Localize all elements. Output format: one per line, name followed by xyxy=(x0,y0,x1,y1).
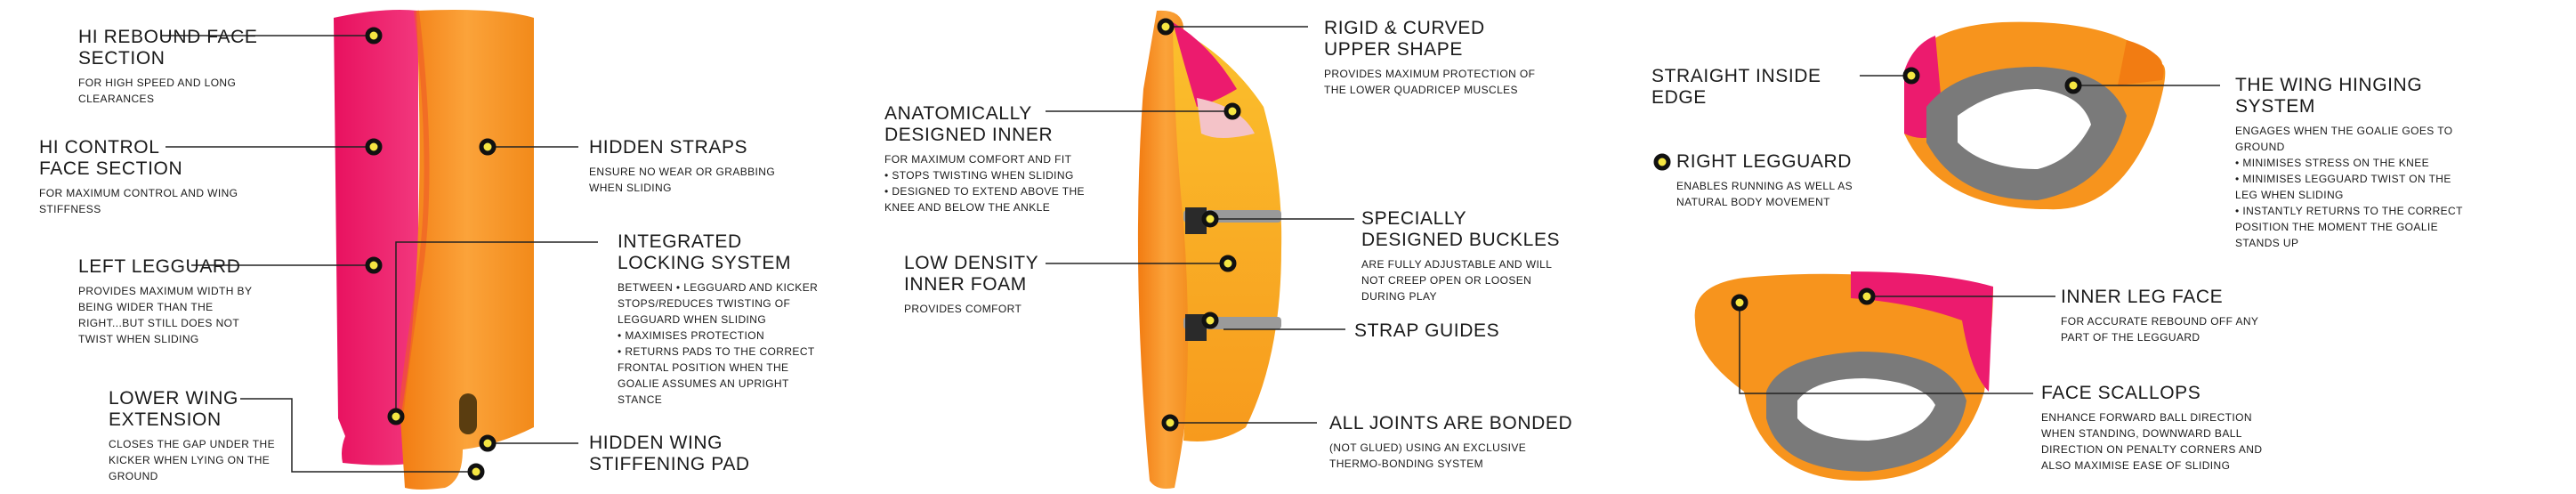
callout-bullets: MAXIMISES PROTECTION RETURNS PADS TO THE… xyxy=(618,328,831,408)
callout-title: SPECIALLY DESIGNED BUCKLES xyxy=(1361,208,1561,250)
callout-desc-text: FOR MAXIMUM COMFORT AND FIT xyxy=(884,153,1072,166)
callout-desc: ENSURE NO WEAR OR GRABBING WHEN SLIDING xyxy=(589,166,776,194)
callout-desc: FOR HIGH SPEED AND LONG CLEARANCES xyxy=(78,77,237,105)
callout-desc: PROVIDES COMFORT xyxy=(904,303,1022,315)
bullet-item: DESIGNED TO EXTEND ABOVE THE KNEE AND BE… xyxy=(884,183,1089,215)
callout-desc: FOR MAXIMUM COMFORT AND FIT STOPS TWISTI… xyxy=(884,151,1089,215)
panel3-leaders xyxy=(1739,75,2220,394)
callout-title: INTEGRATED LOCKING SYSTEM xyxy=(618,231,792,273)
marker-dot xyxy=(1161,414,1179,432)
panel3-markers xyxy=(1653,67,2082,312)
callout-desc: ARE FULLY ADJUSTABLE AND WILL NOT CREEP … xyxy=(1361,258,1552,303)
callout-desc: BETWEEN • LEGGUARD AND KICKER STOPS/REDU… xyxy=(618,279,831,408)
callout-bullets: STOPS TWISTING WHEN SLIDING DESIGNED TO … xyxy=(884,167,1089,215)
callout-desc: ENHANCE FORWARD BALL DIRECTION WHEN STAN… xyxy=(2041,411,2263,472)
callout-title: RIGID & CURVED UPPER SHAPE xyxy=(1324,18,1485,60)
callout-title: LOW DENSITY INNER FOAM xyxy=(904,253,1039,295)
callout-desc: ENGAGES WHEN THE GOALIE GOES TO GROUND M… xyxy=(2235,123,2467,251)
bullet-item: MAXIMISES PROTECTION xyxy=(618,328,831,344)
left-legguard-top-image xyxy=(1694,271,1993,481)
callout-title: STRAIGHT INSIDE EDGE xyxy=(1651,66,1821,108)
callout-title: THE WING HINGING SYSTEM xyxy=(2235,75,2423,117)
marker-dot xyxy=(1858,287,1876,305)
panel1-leaders xyxy=(162,35,598,473)
callout-title: STRAP GUIDES xyxy=(1354,320,1500,341)
callout-wing-hinging: THE WING HINGING SYSTEM ENGAGES WHEN THE… xyxy=(2235,75,2467,251)
left-legguard-image xyxy=(334,10,534,490)
marker-dot xyxy=(365,256,383,274)
marker-dot xyxy=(1157,18,1175,36)
marker-dot xyxy=(1201,210,1219,228)
marker-dot xyxy=(479,138,497,156)
callout-title: ALL JOINTS ARE BONDED xyxy=(1329,413,1573,433)
bullet-item: INSTANTLY RETURNS TO THE CORRECT POSITIO… xyxy=(2235,203,2467,251)
bullet-item: MINIMISES STRESS ON THE KNEE xyxy=(2235,155,2467,171)
callout-desc: PROVIDES MAXIMUM PROTECTION OF THE LOWER… xyxy=(1324,68,1536,96)
marker-dot xyxy=(1902,67,1920,85)
bullet-item: RETURNS PADS TO THE CORRECT FRONTAL POSI… xyxy=(618,344,831,408)
callout-title: LOWER WING EXTENSION xyxy=(109,388,238,430)
callout-desc-text: BETWEEN • LEGGUARD AND KICKER STOPS/REDU… xyxy=(618,281,819,326)
callout-hidden-straps: HIDDEN STRAPS ENSURE NO WEAR OR GRABBING… xyxy=(589,137,803,196)
callout-left-legguard: LEFT LEGGUARD PROVIDES MAXIMUM WIDTH BY … xyxy=(78,256,265,347)
callout-hidden-wing: HIDDEN WING STIFFENING PAD xyxy=(589,433,803,475)
callout-anatomically: ANATOMICALLY DESIGNED INNER FOR MAXIMUM … xyxy=(884,103,1089,215)
callout-title: RIGHT LEGGUARD xyxy=(1676,151,1853,172)
marker-dot xyxy=(2064,77,2082,94)
callout-scallops: FACE SCALLOPS ENHANCE FORWARD BALL DIREC… xyxy=(2041,383,2264,474)
callout-desc: (NOT GLUED) USING AN EXCLUSIVE THERMO-BO… xyxy=(1329,441,1527,470)
bullet-item: STOPS TWISTING WHEN SLIDING xyxy=(884,167,1089,183)
callout-lower-wing: LOWER WING EXTENSION CLOSES THE GAP UNDE… xyxy=(109,388,287,484)
callout-title: HI REBOUND FACE SECTION xyxy=(78,27,258,69)
callout-hi-rebound: HI REBOUND FACE SECTION FOR HIGH SPEED A… xyxy=(78,27,283,107)
marker-dot xyxy=(1223,102,1241,120)
callout-desc-text: ENGAGES WHEN THE GOALIE GOES TO GROUND xyxy=(2235,125,2453,153)
callout-title: FACE SCALLOPS xyxy=(2041,383,2201,403)
callout-title: INNER LEG FACE xyxy=(2061,287,2224,307)
marker-dot xyxy=(365,27,383,45)
legend-marker-dot xyxy=(1653,153,1671,171)
callout-title: HIDDEN STRAPS xyxy=(589,137,748,158)
callout-desc: CLOSES THE GAP UNDER THE KICKER WHEN LYI… xyxy=(109,438,275,482)
marker-dot xyxy=(1201,312,1219,329)
right-legguard-top-image xyxy=(1904,21,2166,210)
callout-bullets: MINIMISES STRESS ON THE KNEE MINIMISES L… xyxy=(2235,155,2467,251)
callout-strap-guides: STRAP GUIDES xyxy=(1354,320,1559,342)
callout-hi-control: HI CONTROL FACE SECTION FOR MAXIMUM CONT… xyxy=(39,137,244,217)
callout-inner-leg: INNER LEG FACE FOR ACCURATE REBOUND OFF … xyxy=(2061,287,2265,345)
marker-dot xyxy=(479,434,497,452)
marker-dot xyxy=(467,463,485,481)
callout-desc: ENABLES RUNNING AS WELL AS NATURAL BODY … xyxy=(1676,180,1853,208)
side-legguard-image xyxy=(1137,10,1282,490)
callout-joints: ALL JOINTS ARE BONDED (NOT GLUED) USING … xyxy=(1329,413,1579,472)
callout-title: ANATOMICALLY DESIGNED INNER xyxy=(884,103,1054,145)
callout-title: HIDDEN WING STIFFENING PAD xyxy=(589,433,750,474)
callout-buckles: SPECIALLY DESIGNED BUCKLES ARE FULLY ADJ… xyxy=(1361,208,1566,304)
panel2-markers xyxy=(1157,18,1241,432)
callout-title: LEFT LEGGUARD xyxy=(78,256,241,277)
panel2-leaders xyxy=(1046,26,1354,424)
marker-dot xyxy=(365,138,383,156)
callout-right-legguard: RIGHT LEGGUARD ENABLES RUNNING AS WELL A… xyxy=(1676,151,1872,210)
callout-low-density: LOW DENSITY INNER FOAM PROVIDES COMFORT xyxy=(904,253,1082,317)
callout-desc: PROVIDES MAXIMUM WIDTH BY BEING WIDER TH… xyxy=(78,285,253,345)
marker-dot xyxy=(387,408,405,425)
callout-straight-edge: STRAIGHT INSIDE EDGE xyxy=(1651,66,1856,109)
marker-dot xyxy=(1219,255,1237,272)
callout-rigid-curved: RIGID & CURVED UPPER SHAPE PROVIDES MAXI… xyxy=(1324,18,1546,98)
panel1-markers xyxy=(365,27,497,481)
callout-title: HI CONTROL FACE SECTION xyxy=(39,137,183,179)
bullet-item: MINIMISES LEGGUARD TWIST ON THE LEG WHEN… xyxy=(2235,171,2467,203)
callout-desc: FOR MAXIMUM CONTROL AND WING STIFFNESS xyxy=(39,187,238,215)
callout-integrated-locking: INTEGRATED LOCKING SYSTEM BETWEEN • LEGG… xyxy=(618,231,831,408)
marker-dot xyxy=(1731,294,1748,312)
callout-desc: FOR ACCURATE REBOUND OFF ANY PART OF THE… xyxy=(2061,315,2259,344)
